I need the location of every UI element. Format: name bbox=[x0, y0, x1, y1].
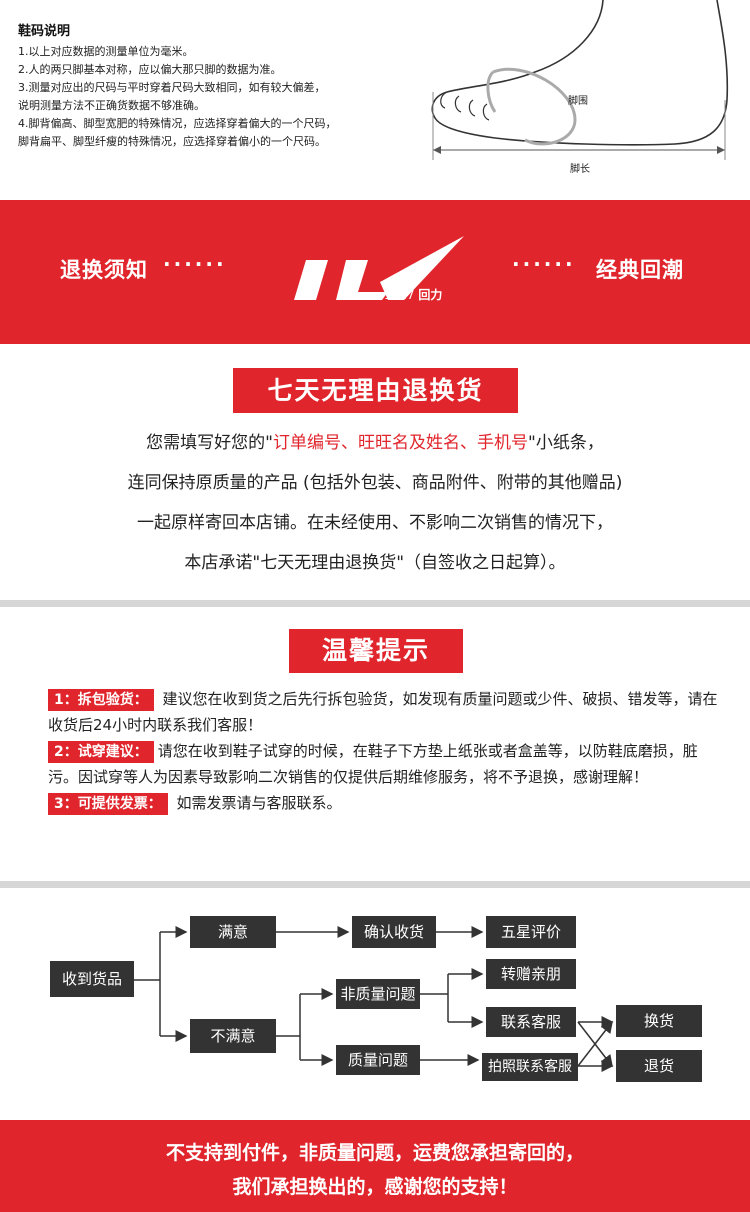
banner-right-text: 经典回潮 bbox=[596, 258, 684, 282]
logo-name: 回力 bbox=[418, 288, 443, 302]
tip-text: 建议您在收到货之后先行拆包验货，如发现有质量问题或少件、破损、错发等，请在收货后… bbox=[48, 690, 718, 734]
flow-node-exchange: 换货 bbox=[616, 1005, 702, 1037]
flow-node-gift: 转赠亲朋 bbox=[486, 959, 576, 989]
return-line-1-post: "小纸条， bbox=[528, 433, 604, 453]
size-note: 说明测量方法不正确货数据不够准确。 bbox=[18, 99, 205, 112]
flow-node-non-quality: 非质量问题 bbox=[336, 979, 420, 1009]
return-line-1-pre: 您需填写好您的" bbox=[146, 433, 273, 453]
flow-node-confirm: 确认收货 bbox=[352, 916, 436, 948]
return-line-4: 本店承诺"七天无理由退换货"（自签收之日起算）。 bbox=[184, 553, 566, 573]
banner-left-dots: ······ bbox=[163, 252, 227, 276]
return-notice-banner: 退换须知 ······ 1927 回力 ······ 经典回潮 bbox=[0, 200, 750, 344]
tips-list: 1：拆包验货： 建议您在收到货之后先行拆包验货，如发现有质量问题或少件、破损、错… bbox=[48, 686, 718, 816]
flow-node-five-star: 五星评价 bbox=[486, 916, 576, 948]
flow-node-quality: 质量问题 bbox=[336, 1045, 420, 1075]
flowchart-connectors bbox=[134, 926, 614, 1072]
warrior-logo-icon bbox=[294, 236, 464, 300]
tip-text: 如需发票请与客服联系。 bbox=[171, 794, 342, 812]
foot-length-label: 脚长 bbox=[570, 164, 590, 175]
size-guide-notes: 1.以上对应数据的测量单位为毫米。 2.人的两只脚基本对称，应以偏大那只脚的数据… bbox=[18, 43, 418, 151]
flow-node-contact-cs: 联系客服 bbox=[486, 1007, 576, 1037]
return-line-1-highlight: 订单编号、旺旺名及姓名、手机号 bbox=[273, 433, 528, 453]
tips-title: 温馨提示 bbox=[289, 629, 463, 673]
return-line-3: 一起原样寄回本店铺。在未经使用、不影响二次销售的情况下， bbox=[137, 513, 613, 533]
return-line-2: 连同保持原质量的产品 (包括外包装、商品附件、附带的其他赠品) bbox=[127, 473, 623, 493]
tip-text: 请您在收到鞋子试穿的时候，在鞋子下方垫上纸张或者盒盖等，以防鞋底磨损，脏污。因试… bbox=[48, 742, 698, 786]
return-policy-title: 七天无理由退换货 bbox=[233, 368, 518, 413]
section-divider bbox=[0, 881, 750, 888]
flow-node-receive: 收到货品 bbox=[50, 961, 134, 997]
foot-girth-label: 脚围 bbox=[568, 96, 588, 107]
shipping-notice-line-1: 不支持到付件，非质量问题，运费您承担寄回的， bbox=[165, 1142, 584, 1164]
tip-item: 2：试穿建议：请您在收到鞋子试穿的时候，在鞋子下方垫上纸张或者盒盖等，以防鞋底磨… bbox=[48, 738, 718, 790]
after-sales-flowchart: 收到货品 满意 确认收货 五星评价 不满意 非质量问题 质量问题 转赠亲朋 联系… bbox=[0, 888, 750, 1113]
tips-section: 温馨提示 1：拆包验货： 建议您在收到货之后先行拆包验货，如发现有质量问题或少件… bbox=[0, 607, 750, 881]
tip-item: 1：拆包验货： 建议您在收到货之后先行拆包验货，如发现有质量问题或少件、破损、错… bbox=[48, 686, 718, 738]
banner-right-dots: ······ bbox=[512, 252, 576, 276]
flow-node-photo-cs: 拍照联系客服 bbox=[482, 1053, 578, 1081]
tip-item: 3：可提供发票： 如需发票请与客服联系。 bbox=[48, 790, 718, 816]
size-note: 4.脚背偏高、脚型宽肥的特殊情况，应选择穿着偏大的一个尺码， bbox=[18, 117, 337, 130]
logo-caption: 1927 回力 bbox=[384, 286, 442, 303]
flow-node-unsatisfied: 不满意 bbox=[190, 1019, 276, 1053]
tip-tag: 3：可提供发票： bbox=[48, 793, 168, 815]
size-note: 2.人的两只脚基本对称，应以偏大那只脚的数据为准。 bbox=[18, 63, 282, 76]
size-note: 脚背扁平、脚型纤瘦的特殊情况，应选择穿着偏小的一个尺码。 bbox=[18, 135, 326, 148]
flow-node-refund: 退货 bbox=[616, 1050, 702, 1082]
flow-node-satisfied: 满意 bbox=[190, 916, 276, 948]
tip-tag: 1：拆包验货： bbox=[48, 689, 154, 711]
foot-measurement-illustration bbox=[431, 0, 729, 160]
size-guide-section: 鞋码说明 1.以上对应数据的测量单位为毫米。 2.人的两只脚基本对称，应以偏大那… bbox=[0, 0, 750, 200]
shipping-notice-line-2: 我们承担换出的，感谢您的支持！ bbox=[232, 1176, 518, 1198]
size-note: 1.以上对应数据的测量单位为毫米。 bbox=[18, 45, 194, 58]
banner-left-text: 退换须知 bbox=[60, 258, 148, 282]
size-note: 3.测量对应出的尺码与平时穿着尺码大致相同，如有较大偏差， bbox=[18, 81, 326, 94]
return-line-1: 您需填写好您的"订单编号、旺旺名及姓名、手机号"小纸条， bbox=[0, 428, 750, 453]
tip-tag: 2：试穿建议： bbox=[48, 741, 154, 763]
return-policy-section: 七天无理由退换货 您需填写好您的"订单编号、旺旺名及姓名、手机号"小纸条， 连同… bbox=[0, 344, 750, 600]
logo-year: 1927 bbox=[384, 288, 415, 302]
size-guide-title: 鞋码说明 bbox=[18, 24, 71, 39]
shipping-notice-banner: 不支持到付件，非质量问题，运费您承担寄回的， 我们承担换出的，感谢您的支持！ bbox=[0, 1120, 750, 1212]
section-divider bbox=[0, 600, 750, 607]
